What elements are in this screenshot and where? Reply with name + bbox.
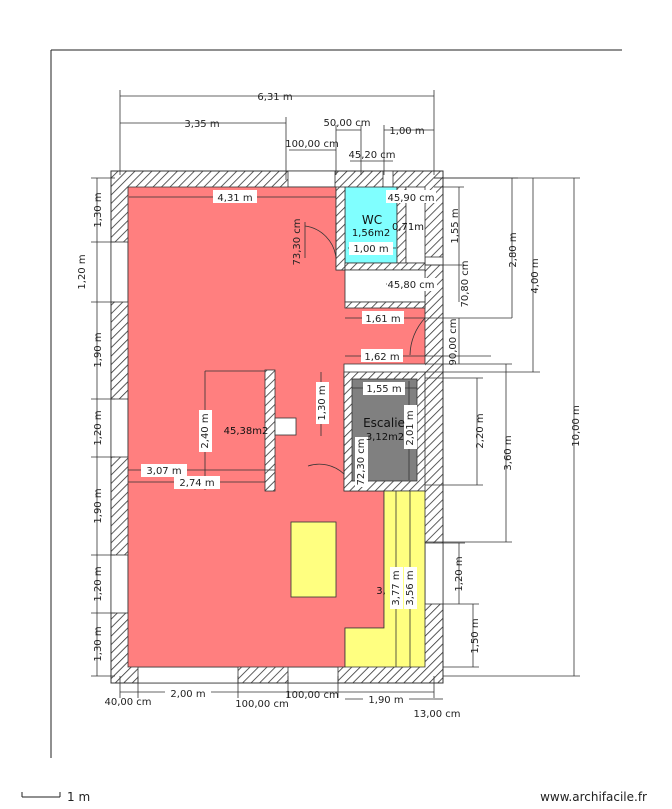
dim-right-280: 2,80 m <box>508 232 519 267</box>
dim-door-7330: 73,30 cm <box>292 218 303 265</box>
footer: 1 m www.archifacile.fr <box>21 790 647 804</box>
dim-corr-162: 1,62 m <box>364 352 399 363</box>
living-area: 45,38m2 <box>224 426 269 437</box>
dimension-labels: 6,31 m 3,35 m 50,00 cm 1,00 m 100,00 cm … <box>77 92 582 720</box>
dim-stair-201: 2,01 m <box>405 410 416 445</box>
dim-left-130a: 1,30 m <box>93 192 104 227</box>
dim-inner-431: 4,31 m <box>217 193 252 204</box>
brand-label: www.archifacile.fr <box>540 790 647 804</box>
dim-right-155: 1,55 m <box>450 208 461 243</box>
corridor-wall <box>344 301 426 309</box>
dim-left-120b: 1,20 m <box>93 410 104 445</box>
dim-right-150: 1,50 m <box>470 618 481 653</box>
dim-corr-161: 1,61 m <box>365 314 400 325</box>
scale-label: 1 m <box>67 790 90 804</box>
yellow-room[interactable] <box>344 490 426 668</box>
dim-bot-100b: 100,00 cm <box>285 690 338 701</box>
dim-top-4520: 45,20 cm <box>348 150 395 161</box>
dim-partition-240: 2,40 m <box>200 413 211 448</box>
yellow-label: 3, <box>376 586 386 597</box>
dim-bot-200: 2,00 m <box>170 689 205 700</box>
dim-partition-307: 3,07 m <box>146 466 181 477</box>
room-labels: WC 1,56m2 0,71m Escalie 3,12m2 45,38m2 3… <box>224 213 424 597</box>
wc-wall-left <box>335 186 346 271</box>
dim-right-220: 2,20 m <box>475 413 486 448</box>
dim-yellow-377: 3,77 m <box>391 570 402 605</box>
stair-area: 3,12m2 <box>366 432 404 443</box>
dim-bot-40: 40,00 cm <box>104 697 151 708</box>
dim-top-100cm: 100,00 cm <box>285 139 338 150</box>
dim-right-7080: 70,80 cm <box>460 260 471 307</box>
dim-top-left: 3,35 m <box>184 119 219 130</box>
furniture-block <box>290 521 337 598</box>
dim-left-120a: 1,20 m <box>77 254 88 289</box>
dim-bot-100a: 100,00 cm <box>235 699 288 710</box>
wc-wall-bottom <box>344 262 426 271</box>
dim-left-120c: 1,20 m <box>93 566 104 601</box>
dim-left-130b: 1,30 m <box>93 626 104 661</box>
dim-wc-100: 1,00 m <box>353 244 388 255</box>
dim-right-1000: 10,00 m <box>571 405 582 447</box>
dim-left-190a: 1,90 m <box>93 332 104 367</box>
dim-wc-071: 0,71m <box>392 222 424 233</box>
dim-stair-7230: 72,30 cm <box>356 438 367 485</box>
dim-right-400: 4,00 m <box>530 258 541 293</box>
stair-name: Escalie <box>363 416 405 430</box>
wc-name: WC <box>362 213 382 227</box>
dimension-lines <box>91 90 580 700</box>
dim-stair-130: 1,30 m <box>317 385 328 420</box>
dim-top-50: 50,00 cm <box>323 118 370 129</box>
wc-area: 1,56m2 <box>352 228 390 239</box>
dim-left-190b: 1,90 m <box>93 488 104 523</box>
dim-partition-274: 2,74 m <box>179 478 214 489</box>
dim-bot-13: 13,00 cm <box>413 709 460 720</box>
dim-right-9000: 90,00 cm <box>448 318 459 365</box>
dim-stair-155: 1,55 m <box>366 384 401 395</box>
dim-right-360: 3,60 m <box>503 435 514 470</box>
dim-yellow-356: 3,56 m <box>405 570 416 605</box>
dim-top-total: 6,31 m <box>257 92 292 103</box>
dim-top-100: 1,00 m <box>389 126 424 137</box>
dim-corr-4580: 45,80 cm <box>387 280 434 291</box>
dim-inner-4590: 45,90 cm <box>387 193 434 204</box>
dim-right-120: 1,20 m <box>454 556 465 591</box>
column <box>274 417 297 436</box>
dim-bot-190: 1,90 m <box>368 695 403 706</box>
